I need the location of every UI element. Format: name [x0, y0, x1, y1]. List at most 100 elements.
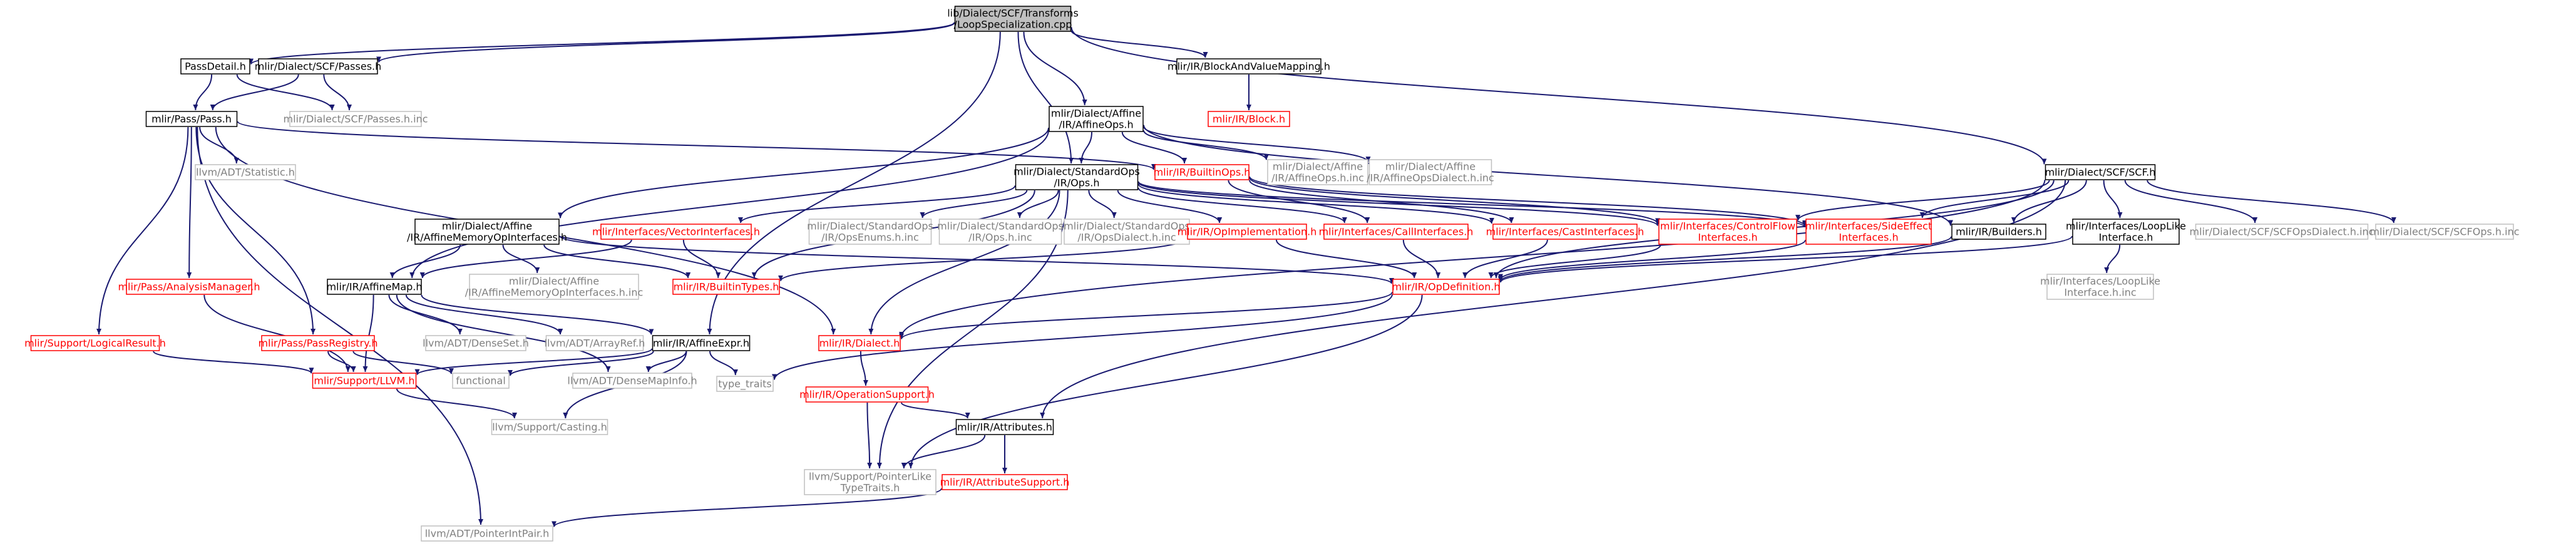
node-label: mlir/Pass/Pass.h [151, 113, 232, 125]
node-label: llvm/ADT/PointerIntPair.h [425, 528, 550, 540]
node-statistic: llvm/ADT/Statistic.h [195, 164, 296, 180]
node-affinedialectinc: mlir/Dialect/Affine/IR/AffineOpsDialect.… [1367, 159, 1494, 185]
node-label: mlir/Dialect/StandardOps [1013, 166, 1140, 178]
edge-opdefinition-to-dialect [899, 291, 1393, 340]
node-box [1323, 224, 1469, 240]
edge-affinemap-to-arrayref [405, 294, 563, 335]
node-passdetail[interactable]: PassDetail.h [180, 58, 250, 75]
node-attributes[interactable]: mlir/IR/Attributes.h [955, 419, 1054, 435]
node-builtinops[interactable]: mlir/IR/BuiltinOps.h [1154, 164, 1251, 180]
node-scfdialectinc: mlir/Dialect/SCF/SCFOpsDialect.h.inc [2190, 224, 2374, 240]
node-label: /LoopSpecialization.cpp [954, 19, 1072, 31]
edge-scfh-to-scfdialectinc [2124, 180, 2258, 224]
node-box [2072, 219, 2180, 245]
node-opdefinition[interactable]: mlir/IR/OpDefinition.h [1392, 279, 1501, 295]
node-castint[interactable]: mlir/Interfaces/CastInterfaces.h [1486, 224, 1645, 240]
node-box [1951, 224, 2046, 240]
node-affinememinc: mlir/Dialect/Affine/IR/AffineMemoryOpInt… [465, 274, 643, 300]
edge-affineexpr-to-typetraits [709, 351, 738, 376]
edge-affineops-to-affinemap [409, 130, 1049, 279]
node-label: /IR/OpsEnums.h.inc [821, 232, 919, 244]
node-box [2195, 224, 2369, 240]
node-label: mlir/IR/AffineMap.h [326, 281, 422, 293]
node-box [469, 274, 639, 300]
node-label: mlir/IR/Block.h [1213, 113, 1285, 125]
edge-affineops-to-affinememory [558, 127, 1049, 219]
node-supportllvm[interactable]: mlir/Support/LLVM.h [312, 373, 417, 389]
node-irblock[interactable]: mlir/IR/Block.h [1208, 111, 1290, 127]
nodes-layer: lib/Dialect/SCF/Transforms/LoopSpecializ… [24, 6, 2520, 542]
node-label: mlir/IR/OperationSupport.h [799, 389, 935, 401]
node-box [716, 376, 774, 392]
node-scfpasses[interactable]: mlir/Dialect/SCF/Passes.h [255, 58, 382, 75]
node-analysismgr[interactable]: mlir/Pass/AnalysisManager.h [118, 279, 260, 295]
node-affineops[interactable]: mlir/Dialect/Affine/IR/AffineOps.h [1049, 106, 1144, 132]
node-label: mlir/Interfaces/LoopLike [2040, 276, 2160, 287]
node-box [600, 224, 752, 240]
node-box [327, 279, 422, 295]
node-box [261, 335, 375, 351]
edge-affineexpr-to-functional [508, 351, 654, 376]
edge-affinemap-to-affineexpr [421, 294, 654, 335]
edge-looplike-to-opdefinition [1498, 235, 2073, 283]
edge-affineexpr-to-densemapinfo [645, 351, 687, 373]
node-builtintypes[interactable]: mlir/IR/BuiltinTypes.h [672, 279, 780, 295]
edge-supportllvm-to-casting [396, 388, 517, 419]
node-box [414, 219, 560, 245]
node-opsupport[interactable]: mlir/IR/OperationSupport.h [799, 386, 935, 403]
node-affinememory[interactable]: mlir/Dialect/Affine/IR/AffineMemoryOpInt… [407, 219, 567, 245]
node-vectorint[interactable]: mlir/Interfaces/VectorInterfaces.h [592, 224, 760, 240]
node-label: Interfaces.h [1839, 232, 1898, 244]
node-passregistry[interactable]: mlir/Pass/PassRegistry.h [258, 335, 378, 351]
node-attrsupport[interactable]: mlir/IR/AttributeSupport.h [940, 474, 1070, 490]
edge-sideeffect-to-opdefinition [1498, 239, 1806, 281]
node-affineexpr[interactable]: mlir/IR/AffineExpr.h [652, 335, 751, 351]
node-scfh[interactable]: mlir/Dialect/SCF/SCF.h [2045, 164, 2156, 180]
node-stdops[interactable]: mlir/Dialect/StandardOps/IR/Ops.h [1013, 164, 1140, 190]
node-blockandvalue[interactable]: mlir/IR/BlockAndValueMapping.h [1167, 58, 1330, 75]
node-callint[interactable]: mlir/Interfaces/CallInterfaces.h [1319, 224, 1474, 240]
edge-scfh-to-builders [2011, 180, 2087, 224]
edge-passregistry-to-functional [352, 351, 454, 374]
node-box [491, 419, 608, 435]
node-box [804, 469, 936, 495]
edge-vectorint-to-builtintypes [682, 239, 721, 279]
node-label: mlir/Support/LLVM.h [314, 375, 414, 387]
node-label: /IR/AffineOps.h.inc [1271, 172, 1364, 184]
node-builders[interactable]: mlir/IR/Builders.h [1951, 224, 2046, 240]
edge-stdops-to-dialect [868, 190, 1060, 335]
node-label: mlir/IR/OpImplementation.h [1178, 226, 1317, 238]
node-opimpl[interactable]: mlir/IR/OpImplementation.h [1178, 224, 1317, 240]
node-label: mlir/Dialect/SCF/SCFOpsDialect.h.inc [2190, 226, 2374, 238]
node-label: mlir/IR/Builders.h [1956, 226, 2042, 238]
node-arrayref: llvm/ADT/ArrayRef.h [545, 335, 645, 351]
node-box [1208, 111, 1290, 127]
node-dialect[interactable]: mlir/IR/Dialect.h [818, 335, 901, 351]
edge-stdops-to-stddialectinc [1088, 190, 1117, 219]
node-box [452, 373, 510, 389]
edge-analysismgr-to-supportllvm [203, 294, 351, 373]
edge-root-to-blockandvalue [1070, 30, 1208, 58]
node-label: mlir/Pass/AnalysisManager.h [118, 281, 260, 293]
node-box [572, 373, 692, 389]
edge-passpass-to-analysismgr [187, 126, 192, 279]
edge-passpass-to-logicalresult [96, 126, 189, 335]
node-label: type_traits [718, 378, 771, 391]
edge-looplike-to-looplikeinc [2104, 244, 2121, 274]
edge-stdops-to-sideeffect [1137, 180, 1807, 228]
node-label: /IR/Ops.h.inc [968, 232, 1032, 244]
edge-stdops-to-castint [1137, 183, 1494, 224]
node-casting: llvm/Support/Casting.h [491, 419, 608, 435]
edge-callint-to-opdefinition [1402, 239, 1441, 279]
node-box [289, 111, 422, 127]
node-passpass[interactable]: mlir/Pass/Pass.h [145, 111, 238, 127]
node-affinemap[interactable]: mlir/IR/AffineMap.h [326, 279, 423, 295]
node-label: llvm/ADT/DenseSet.h [423, 337, 529, 349]
node-logicalresult[interactable]: mlir/Support/LogicalResult.h [24, 335, 166, 351]
edge-castint-to-opdefinition [1462, 239, 1548, 279]
node-root[interactable]: lib/Dialect/SCF/Transforms/LoopSpecializ… [947, 6, 1079, 32]
edge-opimpl-to-opdefinition [1275, 239, 1417, 279]
